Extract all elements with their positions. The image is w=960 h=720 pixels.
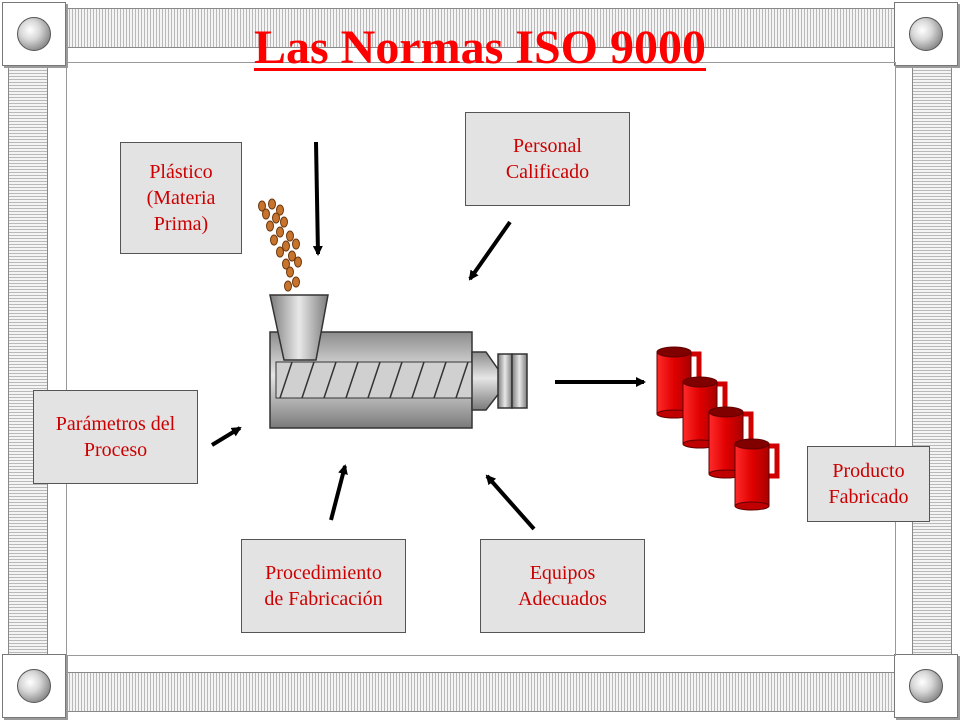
box-procedimiento: Procedimiento de Fabricación bbox=[241, 539, 406, 633]
slide-title: Las Normas ISO 9000 bbox=[0, 20, 960, 76]
mug-icon bbox=[735, 439, 777, 510]
box-parametros: Parámetros del Proceso bbox=[33, 390, 198, 484]
frame-top-bar bbox=[62, 8, 900, 48]
plastic-pellets bbox=[258, 198, 302, 292]
corner-knob-icon bbox=[909, 669, 943, 703]
arrow-materia-prima bbox=[312, 141, 323, 256]
corner-bottom-right bbox=[894, 654, 958, 718]
arrow-personal bbox=[468, 220, 512, 281]
arrow-parametros bbox=[210, 426, 242, 447]
product-mugs bbox=[657, 347, 777, 510]
corner-top-right bbox=[894, 2, 958, 66]
frame-left-bar bbox=[8, 62, 48, 660]
extruder-machine bbox=[269, 294, 528, 429]
box-personal: Personal Calificado bbox=[465, 112, 630, 206]
corner-bottom-left bbox=[2, 654, 66, 718]
box-plastico: Plástico (Materia Prima) bbox=[120, 142, 242, 254]
corner-knob-icon bbox=[909, 17, 943, 51]
corner-top-left bbox=[2, 2, 66, 66]
corner-knob-icon bbox=[17, 669, 51, 703]
arrow-equipos bbox=[485, 474, 536, 531]
content-panel bbox=[66, 62, 896, 656]
arrows bbox=[210, 141, 646, 531]
frame-right-bar bbox=[912, 62, 952, 660]
corner-knob-icon bbox=[17, 17, 51, 51]
frame-bottom-bar bbox=[62, 672, 900, 712]
slide-title-text: Las Normas ISO 9000 bbox=[253, 21, 707, 74]
box-equipos: Equipos Adecuados bbox=[480, 539, 645, 633]
arrow-procedimiento bbox=[329, 464, 348, 521]
box-producto: Producto Fabricado bbox=[807, 446, 930, 522]
